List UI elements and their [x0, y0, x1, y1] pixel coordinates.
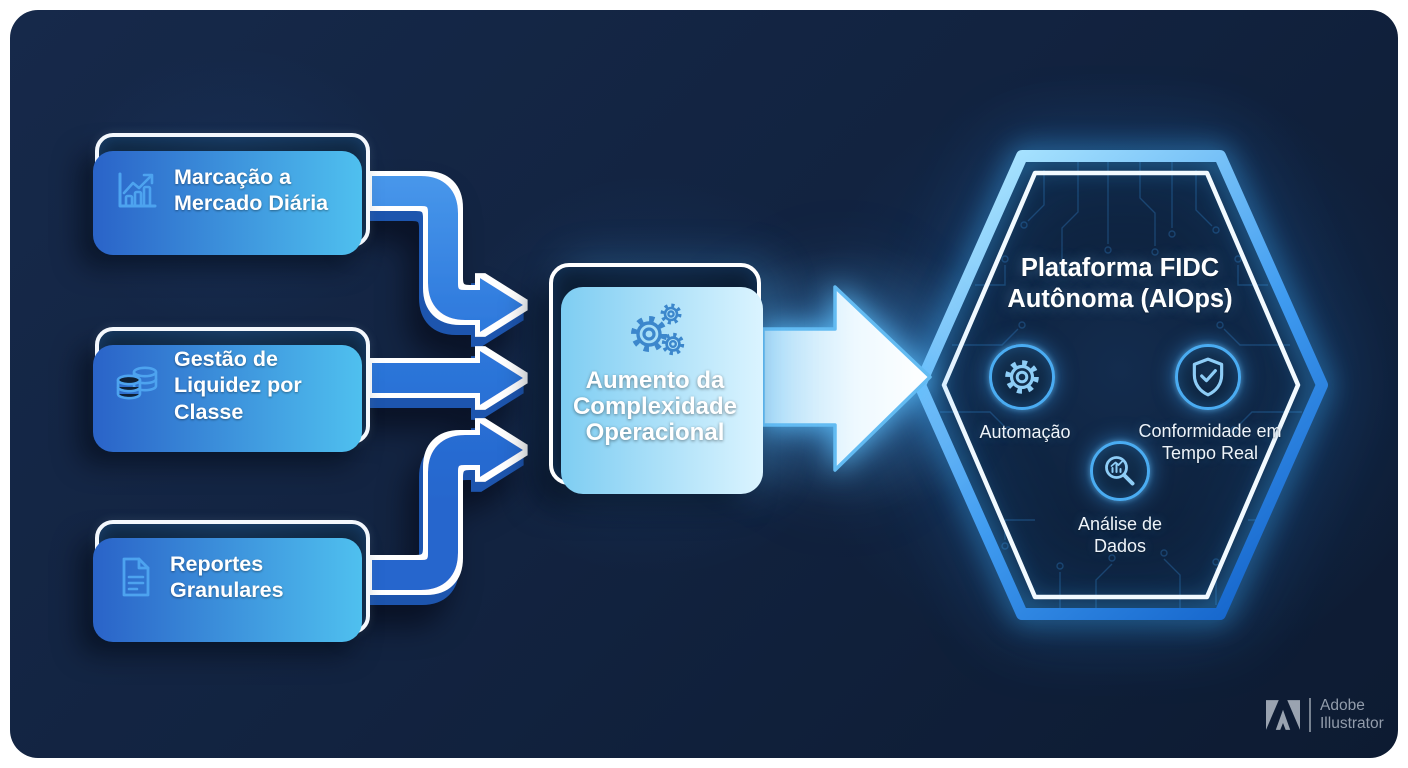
analise-label-text: Análise de Dados [1077, 514, 1163, 556]
automacao-label: Automação [979, 422, 1071, 442]
watermark-text: Adobe Illustrator [1320, 697, 1384, 733]
box-label: Gestão de Liquidez por Classe [174, 347, 302, 424]
magnifier-chart-icon [1105, 456, 1135, 486]
big-arrow [761, 285, 932, 472]
arrow-middle-head [480, 351, 523, 405]
hexagon-outer-border [914, 150, 1328, 620]
conformidade-label-text: Conformidade em Tempo Real [1138, 421, 1282, 463]
analise-badge [1090, 441, 1150, 501]
input-arrows [372, 176, 523, 590]
arrow-top [372, 176, 487, 320]
watermark: Adobe Illustrator [1266, 697, 1384, 733]
watermark-divider [1309, 698, 1311, 732]
automacao-badge [989, 344, 1055, 410]
conformidade-label: Conformidade em Tempo Real [1120, 420, 1300, 464]
platform-hexagon [914, 150, 1328, 620]
box-label: Marcação a Mercado Diária [174, 164, 329, 215]
conformidade-badge [1175, 344, 1241, 410]
watermark-brand: Adobe [1320, 697, 1365, 714]
arrow-bottom [372, 435, 487, 590]
box-marcacao-mercado: Marcação a Mercado Diária [93, 133, 370, 255]
coins-icon [116, 366, 158, 399]
bar-chart-icon [118, 172, 157, 208]
box-reportes-granulares: Reportes Granulares [93, 520, 370, 642]
arrow-bottom-head [480, 423, 523, 477]
central-box-label: Aumento da Complexidade Operacional [572, 367, 738, 446]
gears-icon [631, 303, 685, 356]
platform-title: Plataforma FIDC Autônoma (AIOps) [1007, 254, 1233, 313]
adobe-logo [1266, 700, 1300, 730]
arrow-top-head [480, 278, 523, 332]
hexagon-inner-border [941, 170, 1301, 600]
shield-check-icon [1192, 357, 1224, 397]
gear-icon [1005, 360, 1039, 394]
box-label: Reportes Granulares [170, 551, 284, 602]
central-box-complexidade: Aumento da Complexidade Operacional [549, 263, 763, 494]
watermark-product: Illustrator [1320, 715, 1384, 732]
analise-label: Análise de Dados [1030, 513, 1210, 557]
document-icon [122, 557, 150, 597]
box-gestao-liquidez: Gestão de Liquidez por Classe [93, 327, 370, 452]
hexagon-body [920, 156, 1322, 614]
